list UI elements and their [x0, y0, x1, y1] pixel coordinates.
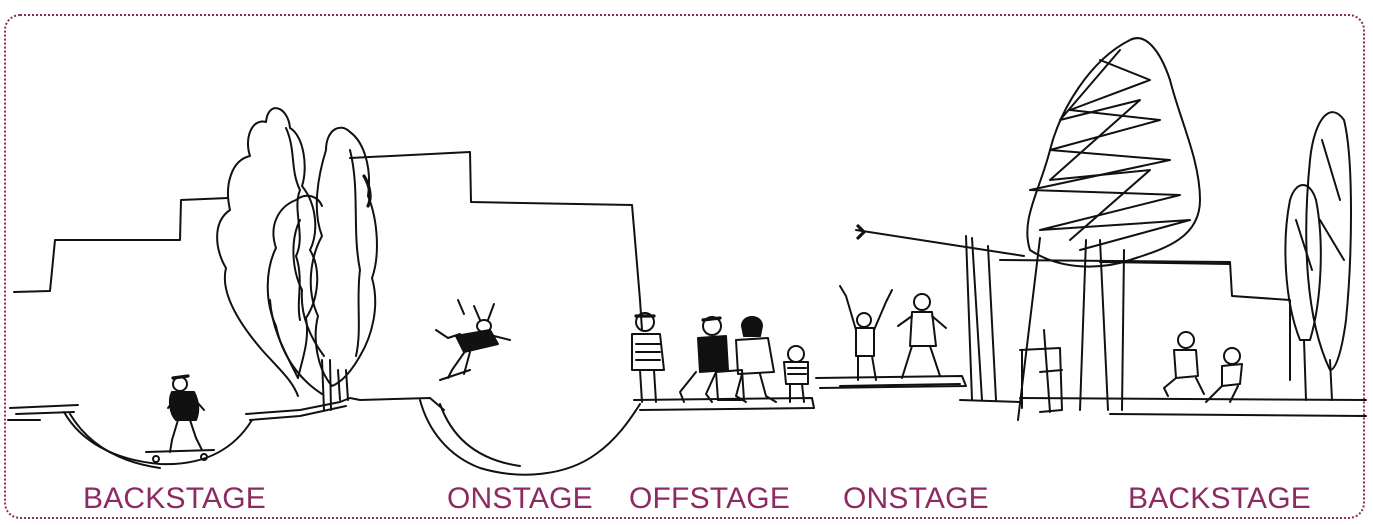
left-building-outline: [13, 151, 643, 331]
left-ground-and-bowls: [9, 397, 815, 476]
diagram-frame: [4, 14, 1365, 519]
far-right-trees: [1284, 111, 1352, 401]
ground-edge-marks: [7, 399, 1021, 421]
zone-label-backstage-right: BACKSTAGE: [1128, 482, 1311, 515]
onstage-right-people: [815, 285, 967, 389]
right-skaters: [1163, 331, 1243, 403]
left-trees: [216, 107, 378, 411]
zone-label-onstage-right: ONSTAGE: [843, 482, 989, 515]
zone-label-backstage-left: BACKSTAGE: [83, 482, 266, 515]
zone-label-offstage: OFFSTAGE: [629, 482, 791, 515]
skater-bowl-left: [145, 374, 215, 463]
offstage-seated-people: [631, 312, 809, 403]
right-scribble-tree: [1017, 37, 1201, 421]
skater-airborne: [435, 299, 511, 381]
zone-label-onstage-left: ONSTAGE: [447, 482, 593, 515]
